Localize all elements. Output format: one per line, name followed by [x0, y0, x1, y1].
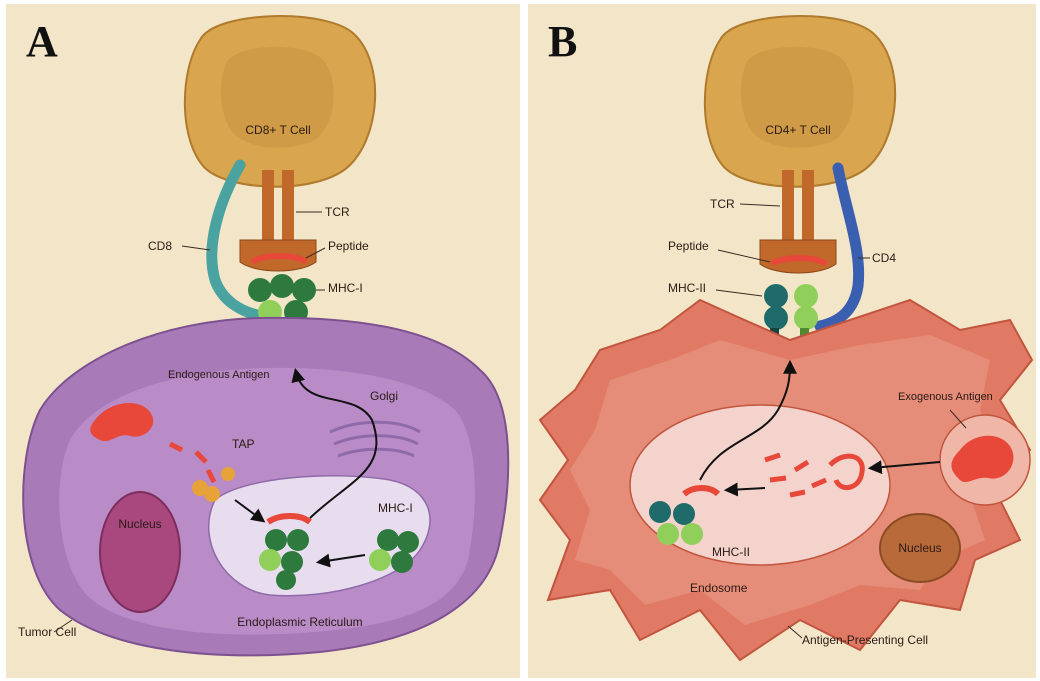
peptide-label: Peptide — [328, 239, 369, 253]
panel-a: A CD8+ T Cell TCR CD8 Peptide — [6, 4, 520, 678]
endosome-label: Endosome — [690, 581, 748, 595]
nucleus-a — [100, 492, 180, 612]
nucleus-a-label: Nucleus — [118, 517, 161, 531]
nucleus-b-label: Nucleus — [898, 541, 941, 555]
tcr-b-label: TCR — [710, 197, 735, 211]
panel-b-letter: B — [548, 17, 577, 66]
cd4-label: CD4 — [872, 251, 896, 265]
er-label: Endoplasmic Reticulum — [237, 615, 362, 629]
golgi-label: Golgi — [370, 389, 398, 403]
tumor-cell-label: Tumor Cell — [18, 625, 76, 639]
mhc-ii-top-label: MHC-II — [668, 281, 706, 295]
exogenous-antigen-label: Exogenous Antigen — [898, 391, 993, 403]
panel-a-letter: A — [26, 17, 58, 66]
mhc-ii-inner-label: MHC-II — [712, 545, 750, 559]
apc-label: Antigen-Presenting Cell — [802, 633, 928, 647]
tcr-label: TCR — [325, 205, 350, 219]
mhc-i-inner-label: MHC-I — [378, 501, 413, 515]
cd8-label: CD8 — [148, 239, 172, 253]
t-cell-b-label: CD4+ T Cell — [765, 123, 830, 137]
mhc-i-top-label: MHC-I — [328, 281, 363, 295]
panel-b: B CD4+ T Cell TCR Peptide MHC-II CD4 — [528, 4, 1036, 678]
tap-label: TAP — [232, 437, 254, 451]
t-cell-label: CD8+ T Cell — [245, 123, 310, 137]
endogenous-antigen-label: Endogenous Antigen — [168, 369, 270, 381]
peptide-b-label: Peptide — [668, 239, 709, 253]
